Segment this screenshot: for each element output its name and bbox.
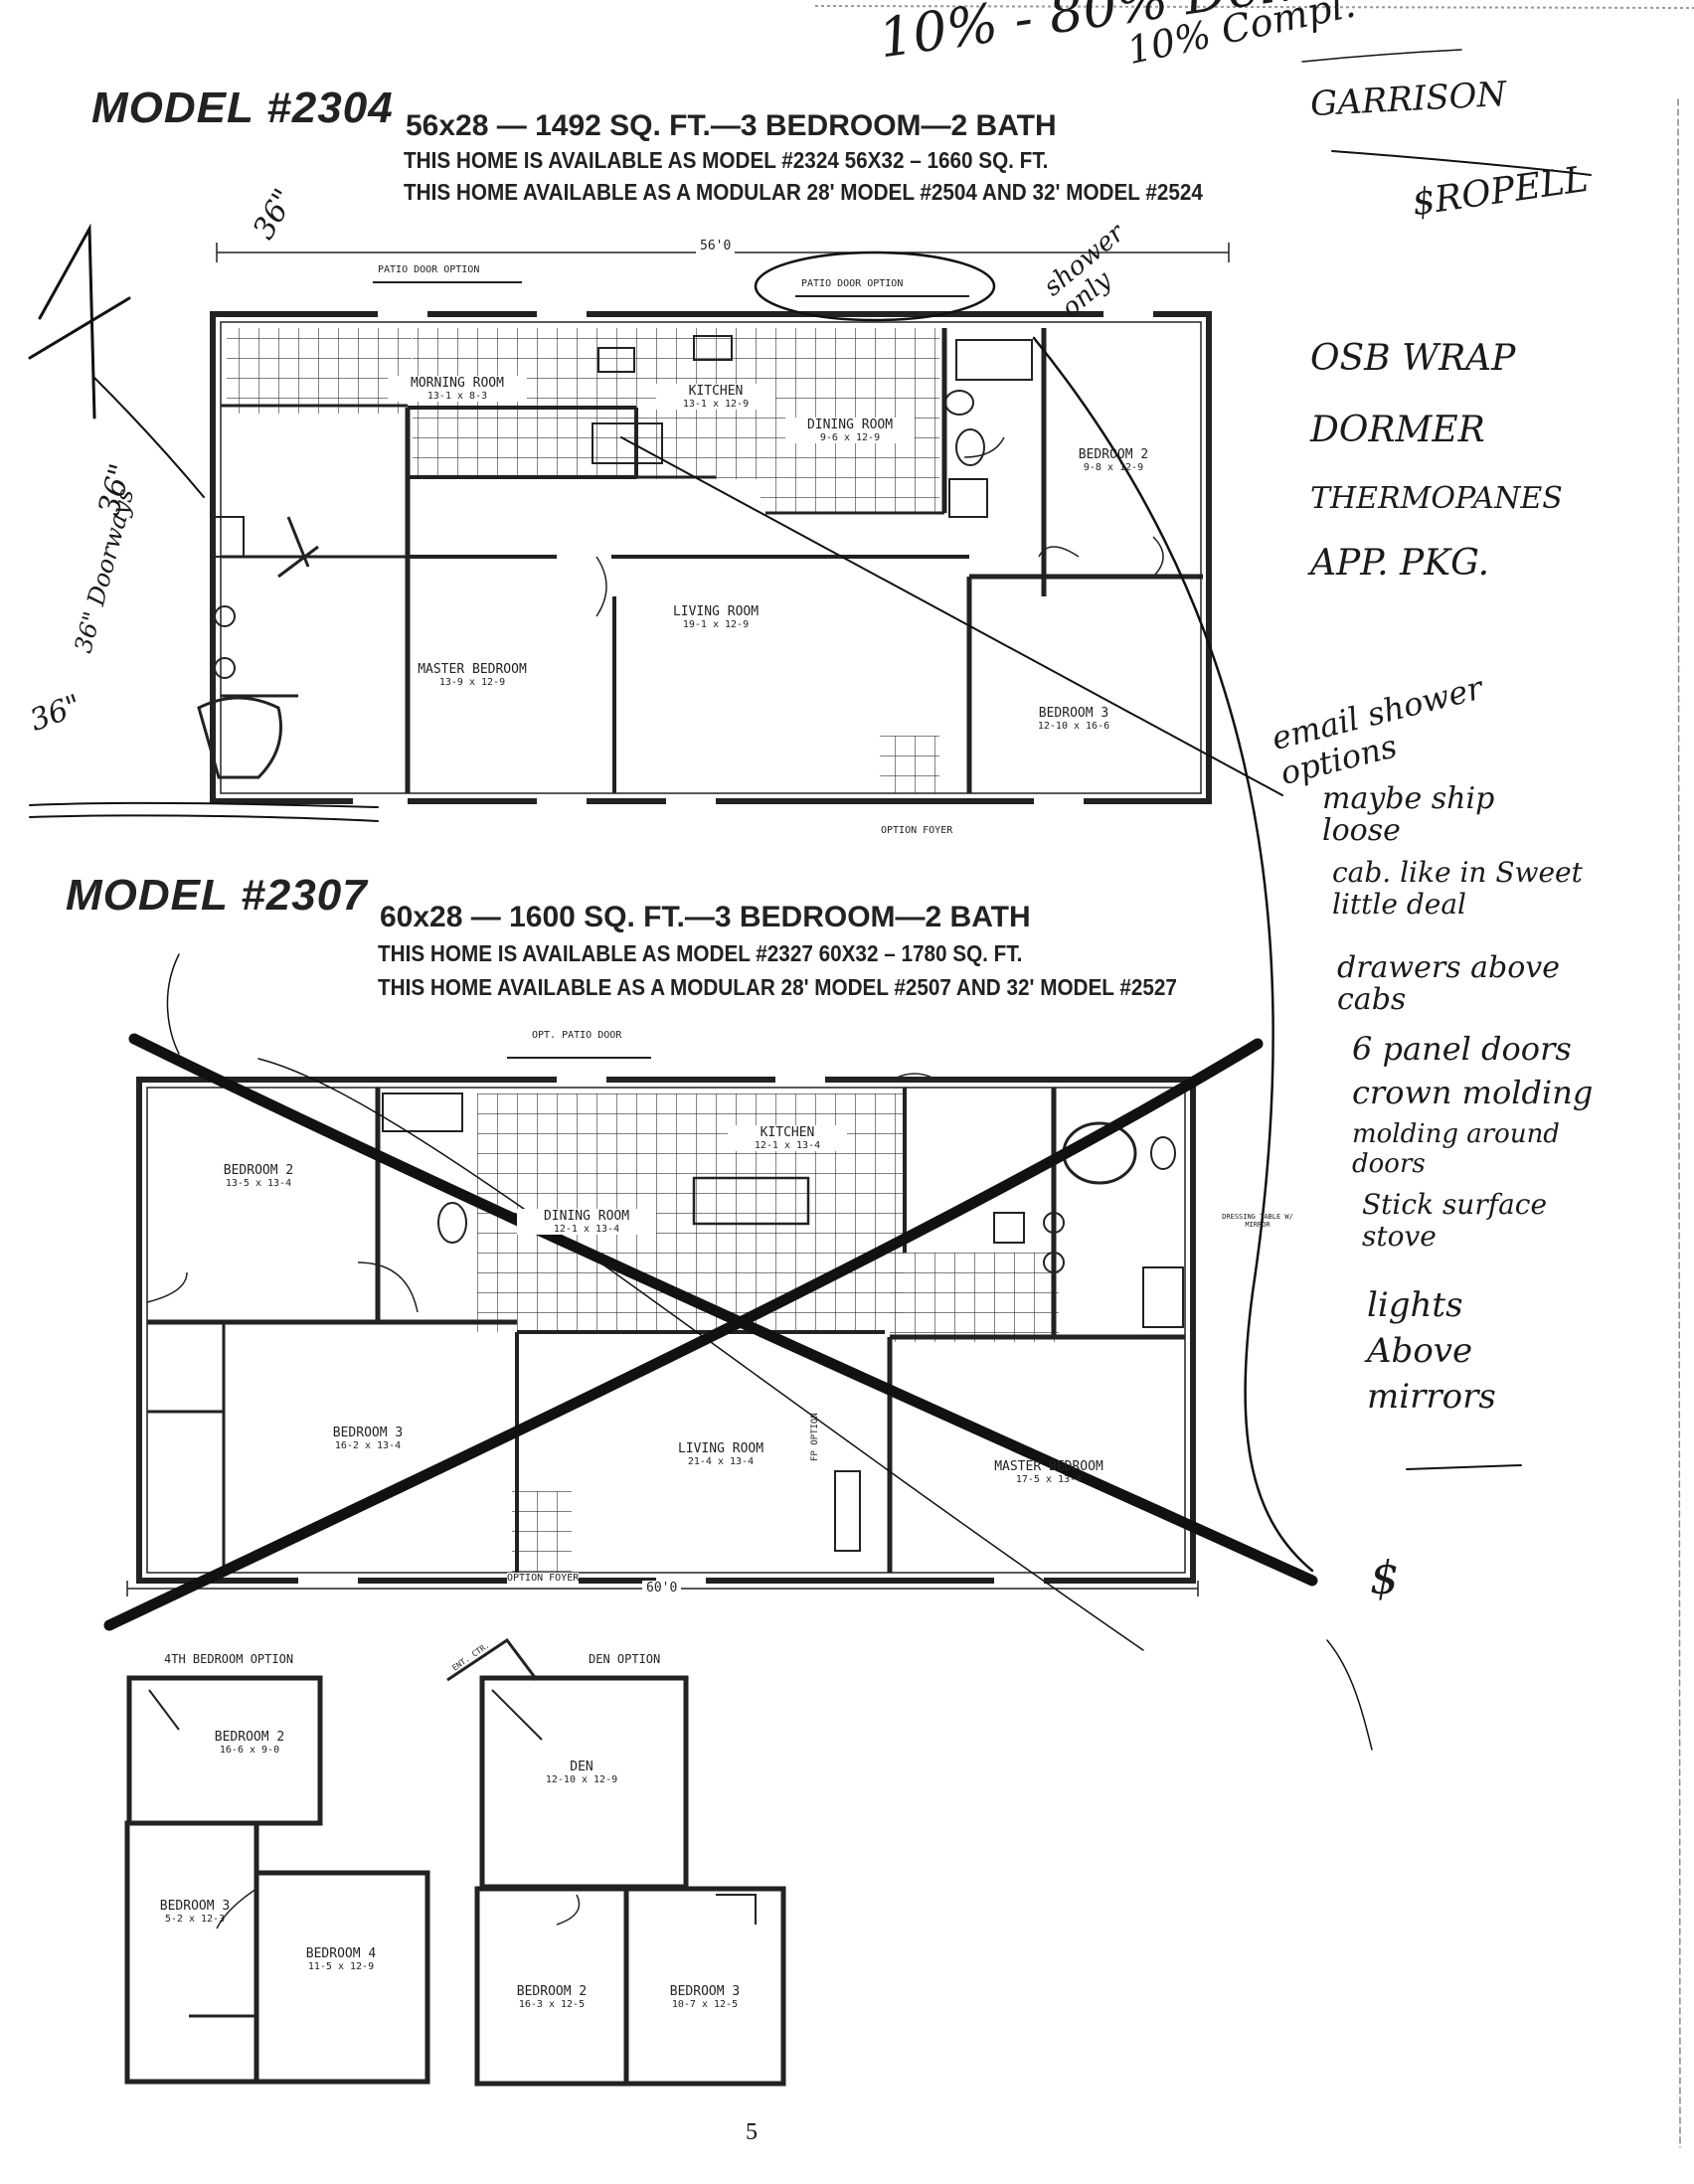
note-maybe-ship: maybe ship loose [1322, 781, 1495, 848]
room-name: BEDROOM 4 [305, 1946, 377, 1961]
note-crown-molding: crown molding [1352, 1074, 1594, 1111]
den-room-bedroom3: BEDROOM 3 10-7 x 12-5 [650, 1984, 760, 2010]
note-drawers: drawers above cabs [1337, 950, 1560, 1017]
room-name: KITCHEN [688, 384, 744, 399]
opt-room-den: DEN 12-10 x 12-9 [527, 1760, 636, 1785]
patio-door-option-2: PATIO DOOR OPTION [801, 278, 904, 289]
note-stick-surface: Stick surface stove [1362, 1188, 1548, 1253]
room-size: 9-6 x 12-9 [819, 432, 881, 443]
room-name: DEN [570, 1760, 593, 1774]
opt-room-bedroom3: BEDROOM 3 5-2 x 12-3 [145, 1899, 245, 1925]
room-size: 11-5 x 12-9 [307, 1961, 375, 1972]
page-number: 5 [746, 2119, 758, 2145]
room-name: BEDROOM 3 [669, 1984, 741, 1999]
room-name: LIVING ROOM [672, 604, 760, 619]
model-2307-avail1: THIS HOME IS AVAILABLE AS MODEL #2327 60… [378, 940, 1023, 966]
room-living-2304: LIVING ROOM 19-1 x 12-9 [651, 604, 780, 630]
room-size: 16-3 x 12-5 [518, 1999, 586, 2010]
room-size: 17-5 x 13-4 [1015, 1474, 1083, 1485]
model-2304-avail2: THIS HOME AVAILABLE AS A MODULAR 28' MOD… [404, 179, 1203, 205]
room-kitchen-2304: KITCHEN 13-1 x 12-9 [656, 384, 775, 410]
room-dining-2304: DINING ROOM 9-6 x 12-9 [785, 418, 915, 443]
handwritten-strokes [28, 49, 1681, 2148]
model-2304-avail1: THIS HOME IS AVAILABLE AS MODEL #2324 56… [404, 147, 1049, 173]
room-living-2307: LIVING ROOM 21-4 x 13-4 [656, 1441, 785, 1467]
room-name: MASTER BEDROOM [994, 1459, 1103, 1474]
note-lights-mirrors: lights Above mirrors [1367, 1285, 1496, 1417]
model-2307-spec: 60x28 — 1600 SQ. FT.—3 BEDROOM—2 BATH [380, 901, 1031, 933]
note-molding-doors: molding around doors [1352, 1119, 1560, 1179]
option-foyer-2307: OPTION FOYER [507, 1573, 580, 1584]
room-size: 16-2 x 13-4 [334, 1440, 402, 1451]
opt-patio-door-2307: OPT. PATIO DOOR [532, 1030, 622, 1041]
room-name: BEDROOM 2 [223, 1163, 294, 1178]
room-name: BEDROOM 3 [159, 1899, 231, 1914]
dressing-table: DRESSING TABLE W/ MIRROR [1222, 1213, 1293, 1229]
model-2304-spec: 56x28 — 1492 SQ. FT.—3 BEDROOM—2 BATH [406, 109, 1057, 142]
cross-out-x [103, 1033, 1318, 1631]
note-osb-wrap: OSB WRAP [1310, 338, 1516, 379]
room-size: 5-2 x 12-3 [164, 1914, 226, 1925]
room-size: 9-8 x 12-9 [1083, 462, 1144, 473]
room-size: 12-10 x 16-6 [1037, 721, 1110, 732]
room-size: 13-1 x 12-9 [682, 399, 750, 410]
room-name: BEDROOM 2 [214, 1730, 285, 1745]
room-name: MORNING ROOM [411, 376, 504, 391]
room-size: 16-6 x 9-0 [219, 1745, 280, 1756]
patio-door-option-1: PATIO DOOR OPTION [378, 264, 480, 275]
room-bedroom3-2307: BEDROOM 3 16-2 x 13-4 [308, 1426, 427, 1451]
room-name: DINING ROOM [806, 418, 894, 432]
room-bedroom3-2304: BEDROOM 3 12-10 x 16-6 [1014, 706, 1133, 732]
room-kitchen-2307: KITCHEN 12-1 x 13-4 [728, 1125, 847, 1151]
room-name: DINING ROOM [543, 1209, 630, 1224]
den-room-bedroom2: BEDROOM 2 16-3 x 12-5 [497, 1984, 606, 2010]
room-name: LIVING ROOM [677, 1441, 764, 1456]
room-name: BEDROOM 2 [1078, 447, 1149, 462]
den-option-title: DEN OPTION [589, 1652, 661, 1666]
fourth-bedroom-option-title: 4TH BEDROOM OPTION [164, 1652, 294, 1666]
note-app-pkg: APP. PKG. [1310, 543, 1490, 584]
room-morning: MORNING ROOM 13-1 x 8-3 [388, 376, 527, 402]
room-name: BEDROOM 2 [516, 1984, 588, 1999]
note-cab-like: cab. like in Sweet little deal [1332, 856, 1583, 921]
plan-2307 [126, 1057, 1199, 1596]
model-2307-avail2: THIS HOME AVAILABLE AS A MODULAR 28' MOD… [378, 974, 1177, 1000]
room-name: BEDROOM 3 [1038, 706, 1109, 721]
dimension-56: 56'0 [696, 239, 736, 253]
fp-option: FP OPTION [810, 1413, 820, 1461]
room-size: 19-1 x 12-9 [682, 619, 750, 630]
room-size: 10-7 x 12-5 [671, 1999, 739, 2010]
room-name: KITCHEN [760, 1125, 815, 1140]
room-size: 13-9 x 12-9 [438, 677, 506, 688]
room-size: 21-4 x 13-4 [687, 1456, 755, 1467]
option-foyer-2304: OPTION FOYER [881, 825, 953, 836]
note-dormer: DORMER [1310, 410, 1485, 450]
dimension-60: 60'0 [642, 1581, 682, 1596]
room-name: BEDROOM 3 [332, 1426, 404, 1440]
room-master-2304: MASTER BEDROOM 13-9 x 12-9 [398, 662, 547, 688]
room-name: MASTER BEDROOM [418, 662, 527, 677]
room-bedroom2-2307: BEDROOM 2 13-5 x 13-4 [199, 1163, 318, 1189]
room-master-2307: MASTER BEDROOM 17-5 x 13-4 [969, 1459, 1128, 1485]
room-size: 13-1 x 8-3 [426, 391, 488, 402]
note-thermopanes: THERMOPANES [1310, 481, 1563, 516]
room-size: 12-1 x 13-4 [754, 1140, 821, 1151]
room-size: 12-10 x 12-9 [545, 1774, 618, 1785]
room-dining-2307: DINING ROOM 12-1 x 13-4 [517, 1209, 656, 1235]
model-2307-title: MODEL #2307 [66, 871, 368, 920]
note-dollar: $ [1370, 1551, 1400, 1604]
room-size: 12-1 x 13-4 [553, 1224, 620, 1235]
opt-room-bedroom2: BEDROOM 2 16-6 x 9-0 [195, 1730, 304, 1756]
room-bedroom2-2304: BEDROOM 2 9-8 x 12-9 [1054, 447, 1173, 473]
option-plans [124, 1637, 786, 2087]
model-2304-title: MODEL #2304 [91, 84, 394, 132]
note-six-panel-doors: 6 panel doors [1352, 1030, 1572, 1068]
room-size: 13-5 x 13-4 [225, 1178, 292, 1189]
opt-room-bedroom4: BEDROOM 4 11-5 x 12-9 [286, 1946, 396, 1972]
